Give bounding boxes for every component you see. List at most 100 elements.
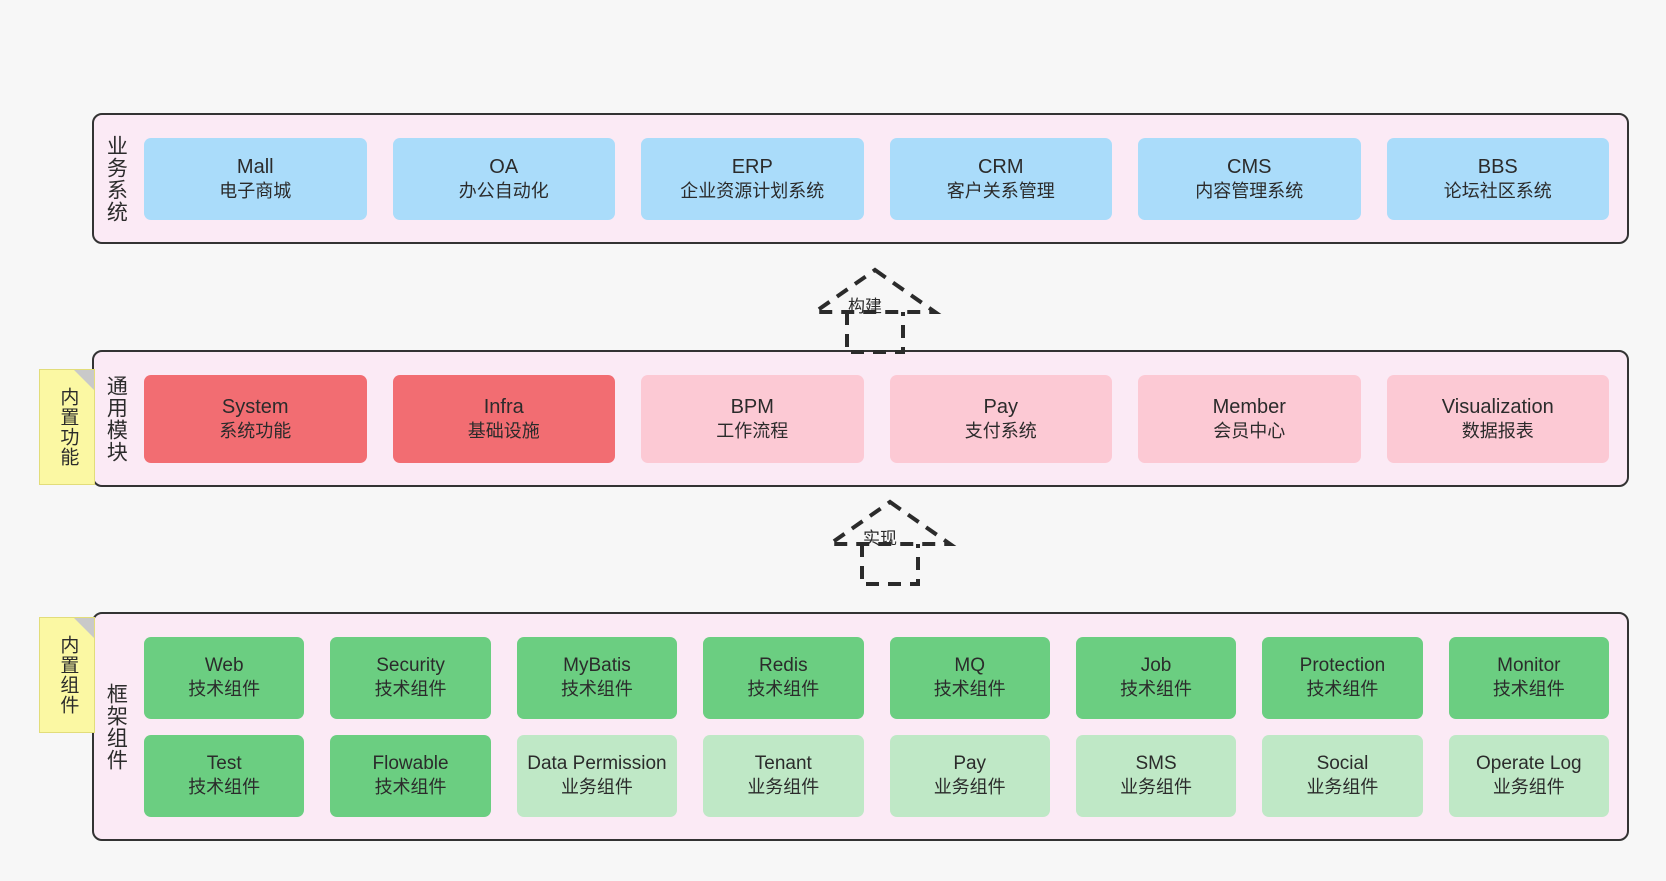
layer-business-system: 业务系统 Mall 电子商城 OA 办公自动化 ERP 企业资源计划系统 CRM… bbox=[92, 113, 1629, 244]
layer-body-framework-component: Web 技术组件 Security 技术组件 MyBatis 技术组件 Redi… bbox=[136, 614, 1627, 839]
card-subtitle: 技术组件 bbox=[560, 679, 633, 700]
card-title: Web bbox=[204, 655, 244, 677]
card-subtitle: 业务组件 bbox=[933, 777, 1006, 798]
card-title: OA bbox=[489, 155, 519, 178]
card-title: Monitor bbox=[1497, 655, 1561, 677]
framework-tech-row: Web 技术组件 Security 技术组件 MyBatis 技术组件 Redi… bbox=[144, 636, 1609, 719]
card-title: Visualization bbox=[1441, 395, 1554, 418]
card-subtitle: 数据报表 bbox=[1461, 420, 1534, 441]
card-subtitle: 技术组件 bbox=[1120, 679, 1193, 700]
sticky-note-text: 内置功能 bbox=[57, 387, 79, 467]
card-subtitle: 客户关系管理 bbox=[946, 180, 1055, 201]
card-subtitle: 企业资源计划系统 bbox=[680, 180, 825, 201]
card-visualization[interactable]: Visualization 数据报表 bbox=[1386, 374, 1609, 463]
card-security[interactable]: Security 技术组件 bbox=[330, 636, 491, 719]
card-test[interactable]: Test 技术组件 bbox=[144, 734, 305, 817]
card-title: Member bbox=[1212, 395, 1286, 418]
layer-framework-component: 框架组件 Web 技术组件 Security 技术组件 MyBatis 技术组件… bbox=[92, 612, 1629, 841]
card-erp[interactable]: ERP 企业资源计划系统 bbox=[641, 137, 864, 220]
card-protection[interactable]: Protection 技术组件 bbox=[1262, 636, 1423, 719]
sticky-note-text: 内置组件 bbox=[57, 635, 79, 715]
card-title: MQ bbox=[954, 655, 985, 677]
card-subtitle: 系统功能 bbox=[219, 420, 292, 441]
card-infra[interactable]: Infra 基础设施 bbox=[392, 374, 615, 463]
card-crm[interactable]: CRM 客户关系管理 bbox=[889, 137, 1112, 220]
layer-common-module: 通用模块 System 系统功能 Infra 基础设施 BPM 工作流程 Pay… bbox=[92, 350, 1629, 487]
card-title: Redis bbox=[759, 655, 808, 677]
card-title: MyBatis bbox=[563, 655, 631, 677]
card-mall[interactable]: Mall 电子商城 bbox=[144, 137, 367, 220]
card-oa[interactable]: OA 办公自动化 bbox=[392, 137, 615, 220]
card-title: BPM bbox=[730, 395, 774, 418]
card-subtitle: 技术组件 bbox=[747, 679, 820, 700]
card-subtitle: 工作流程 bbox=[716, 420, 789, 441]
card-pay-module[interactable]: Pay 支付系统 bbox=[889, 374, 1112, 463]
relation-implement: 实现 bbox=[810, 499, 960, 586]
layer-title-business-system: 业务系统 bbox=[104, 134, 128, 223]
relation-label-build: 构建 bbox=[848, 297, 882, 316]
card-web[interactable]: Web 技术组件 bbox=[144, 636, 305, 719]
card-title: Infra bbox=[483, 395, 524, 418]
card-title: Pay bbox=[953, 753, 987, 775]
common-module-row: System 系统功能 Infra 基础设施 BPM 工作流程 Pay 支付系统… bbox=[144, 374, 1609, 463]
card-mq[interactable]: MQ 技术组件 bbox=[889, 636, 1050, 719]
card-title: Pay bbox=[983, 395, 1018, 418]
sticky-note-builtin-component: 内置组件 bbox=[39, 617, 95, 733]
card-pay-component[interactable]: Pay 业务组件 bbox=[889, 734, 1050, 817]
generalization-arrow-icon bbox=[808, 267, 942, 354]
card-title: SMS bbox=[1135, 753, 1177, 775]
layer-body-common-module: System 系统功能 Infra 基础设施 BPM 工作流程 Pay 支付系统… bbox=[136, 352, 1627, 485]
card-subtitle: 业务组件 bbox=[1492, 777, 1565, 798]
card-tenant[interactable]: Tenant 业务组件 bbox=[703, 734, 864, 817]
card-title: CRM bbox=[977, 155, 1024, 178]
card-mybatis[interactable]: MyBatis 技术组件 bbox=[516, 636, 678, 719]
card-title: Operate Log bbox=[1475, 753, 1582, 775]
card-title: Security bbox=[376, 655, 445, 677]
card-subtitle: 会员中心 bbox=[1213, 420, 1286, 441]
card-subtitle: 基础设施 bbox=[467, 420, 540, 441]
card-title: Test bbox=[206, 753, 242, 775]
card-title: Job bbox=[1140, 655, 1172, 677]
card-subtitle: 技术组件 bbox=[1492, 679, 1565, 700]
card-title: Protection bbox=[1299, 655, 1386, 677]
card-subtitle: 技术组件 bbox=[374, 777, 447, 798]
card-subtitle: 业务组件 bbox=[560, 777, 633, 798]
card-subtitle: 技术组件 bbox=[933, 679, 1006, 700]
card-sms[interactable]: SMS 业务组件 bbox=[1075, 734, 1237, 817]
card-subtitle: 技术组件 bbox=[188, 679, 261, 700]
layer-title-common-module: 通用模块 bbox=[104, 374, 128, 463]
card-subtitle: 业务组件 bbox=[1306, 777, 1379, 798]
relation-label-implement: 实现 bbox=[863, 529, 897, 548]
card-bbs[interactable]: BBS 论坛社区系统 bbox=[1386, 137, 1609, 220]
framework-business-row: Test 技术组件 Flowable 技术组件 Data Permission … bbox=[144, 734, 1609, 817]
card-title: CMS bbox=[1227, 155, 1272, 178]
card-monitor[interactable]: Monitor 技术组件 bbox=[1448, 636, 1609, 719]
card-redis[interactable]: Redis 技术组件 bbox=[703, 636, 864, 719]
layer-body-business-system: Mall 电子商城 OA 办公自动化 ERP 企业资源计划系统 CRM 客户关系… bbox=[136, 115, 1627, 242]
card-subtitle: 电子商城 bbox=[219, 180, 292, 201]
card-title: System bbox=[221, 395, 289, 418]
relation-build: 构建 bbox=[795, 267, 945, 354]
card-subtitle: 技术组件 bbox=[374, 679, 447, 700]
card-social[interactable]: Social 业务组件 bbox=[1262, 734, 1423, 817]
card-subtitle: 支付系统 bbox=[964, 420, 1037, 441]
card-subtitle: 技术组件 bbox=[188, 777, 261, 798]
card-subtitle: 业务组件 bbox=[747, 777, 820, 798]
card-title: Tenant bbox=[754, 753, 812, 775]
card-subtitle: 论坛社区系统 bbox=[1443, 180, 1552, 201]
card-subtitle: 技术组件 bbox=[1306, 679, 1379, 700]
card-job[interactable]: Job 技术组件 bbox=[1075, 636, 1237, 719]
generalization-arrow-icon bbox=[823, 499, 957, 586]
sticky-note-builtin-function: 内置功能 bbox=[39, 369, 95, 485]
card-flowable[interactable]: Flowable 技术组件 bbox=[330, 734, 491, 817]
card-bpm[interactable]: BPM 工作流程 bbox=[641, 374, 864, 463]
card-title: BBS bbox=[1477, 155, 1518, 178]
card-system[interactable]: System 系统功能 bbox=[144, 374, 367, 463]
card-data-permission[interactable]: Data Permission 业务组件 bbox=[516, 734, 678, 817]
card-member[interactable]: Member 会员中心 bbox=[1138, 374, 1361, 463]
card-subtitle: 业务组件 bbox=[1120, 777, 1193, 798]
card-operate-log[interactable]: Operate Log 业务组件 bbox=[1448, 734, 1609, 817]
card-cms[interactable]: CMS 内容管理系统 bbox=[1138, 137, 1361, 220]
card-title: Social bbox=[1316, 753, 1369, 775]
